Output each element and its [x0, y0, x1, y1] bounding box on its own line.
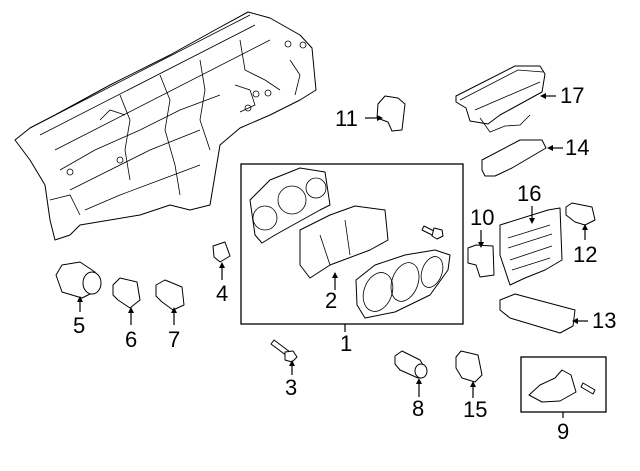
callout-9: 9 [557, 419, 570, 444]
callout-3: 3 [285, 375, 298, 400]
instrument-panel-frame [14, 11, 317, 241]
cluster-lens [355, 249, 451, 319]
part-10 [467, 244, 495, 278]
part-16 [499, 207, 563, 286]
callout-6: 6 [125, 327, 138, 352]
part-3 [270, 339, 298, 363]
part-14 [481, 139, 547, 177]
part-5 [55, 261, 102, 299]
callout-10: 10 [470, 205, 495, 230]
cluster-assembly-box [240, 163, 464, 325]
part-4 [212, 241, 231, 263]
callout-14: 14 [565, 135, 590, 160]
part-12 [565, 202, 596, 226]
part-15 [455, 350, 483, 383]
part-11 [376, 95, 406, 132]
part-6 [112, 277, 141, 309]
cluster-screw [421, 225, 444, 240]
callout-17: 17 [560, 83, 585, 108]
callout-15: 15 [463, 397, 488, 422]
callout-2: 2 [325, 288, 338, 313]
callout-12: 12 [573, 242, 598, 267]
callout-13: 13 [592, 308, 617, 333]
callout-8: 8 [412, 396, 425, 421]
part-9 [528, 369, 596, 403]
callout-1: 1 [340, 331, 353, 356]
callout-7: 7 [168, 327, 181, 352]
cluster-housing [249, 167, 331, 244]
part-13 [499, 293, 576, 334]
callout-5: 5 [73, 313, 86, 338]
part-17 [455, 65, 546, 133]
callout-16: 16 [517, 181, 542, 206]
cluster-mask [299, 205, 389, 279]
leader-lines [77, 93, 588, 398]
callout-4: 4 [216, 281, 229, 306]
callout-11: 11 [335, 106, 358, 131]
part-7 [155, 279, 185, 311]
part-8 [394, 350, 428, 379]
